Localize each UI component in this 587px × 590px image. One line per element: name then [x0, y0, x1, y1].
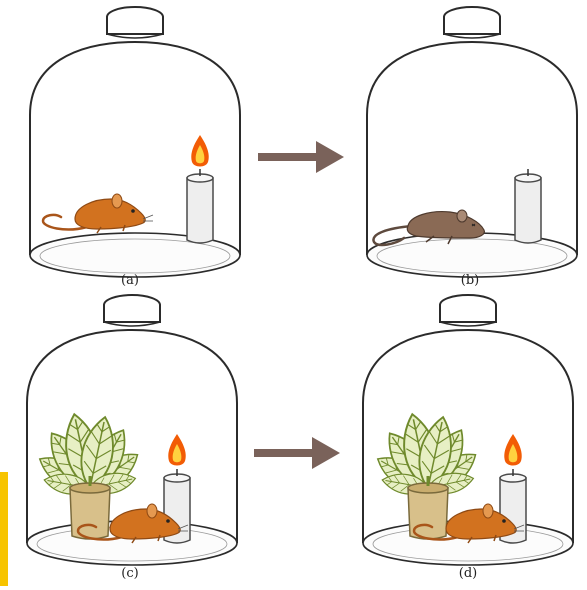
arrow-right-icon	[254, 437, 340, 469]
caption-a: (a)	[110, 273, 150, 288]
panel-d	[363, 295, 573, 565]
arrow-right-icon	[258, 141, 344, 173]
caption-c: (c)	[110, 566, 150, 581]
caption-d: (d)	[448, 566, 488, 581]
mouse-icon	[43, 194, 153, 233]
caption-b: (b)	[450, 273, 490, 288]
flame-icon	[168, 434, 185, 466]
panel-a	[30, 7, 240, 277]
flame-icon	[191, 135, 208, 167]
candle-icon	[187, 169, 213, 243]
panel-c	[27, 295, 237, 565]
flame-icon	[504, 434, 521, 466]
panel-b	[367, 7, 577, 277]
candle-icon	[515, 169, 541, 243]
accent-strip	[0, 472, 8, 586]
